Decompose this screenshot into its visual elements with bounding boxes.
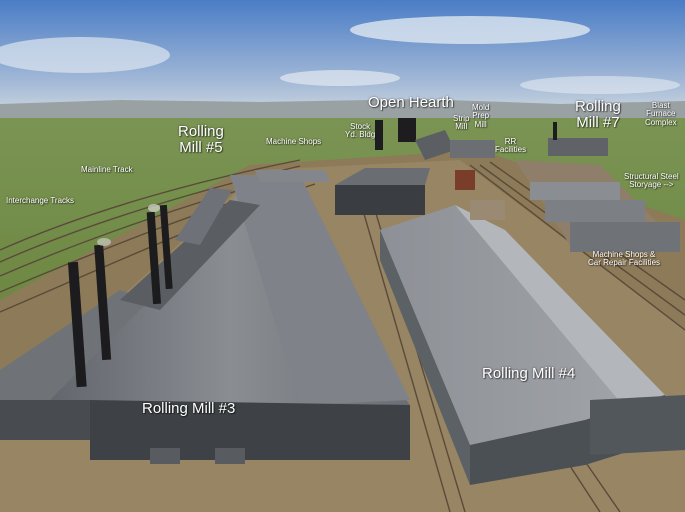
cloud: [280, 70, 400, 86]
label-line: Storyage -->: [629, 180, 674, 190]
label-line: Structural Steel: [624, 172, 679, 181]
label-rolling-mill-5: Rolling Mill #5: [178, 124, 224, 156]
label-line: Prep: [472, 111, 490, 121]
car-repair-buildings: [515, 160, 680, 252]
label-stock-yd-bldg: Stock Yd. Bldg: [345, 122, 376, 140]
label-mold-prep-mill: Mold Prep Mill: [472, 103, 490, 129]
label-rolling-mill-4: Rolling Mill #4: [482, 365, 576, 382]
label-line: Strip: [453, 114, 470, 123]
label-strip-mill: Strip Mill: [453, 114, 470, 132]
label-line: Stock: [350, 122, 371, 131]
label-line: Machine Shops &: [592, 250, 656, 259]
rolling-mill-3-building: [0, 175, 410, 464]
label-line: Mill: [455, 122, 468, 132]
label-rr-facilities: RR Facilities: [495, 137, 527, 155]
label-blast-furnace-complex: Blast Furnace Complex: [645, 101, 677, 127]
label-line: Yd. Bldg: [345, 130, 376, 140]
rolling-mill-7-building: [548, 122, 608, 156]
label-line: Mill: [474, 119, 487, 129]
smoke: [148, 204, 160, 212]
distant-hills: [0, 99, 685, 122]
smokestacks: [67, 204, 173, 388]
label-rolling-mill-3: Rolling Mill #3: [142, 400, 236, 417]
label-line: Complex: [645, 117, 677, 127]
label-line: Rolling: [575, 98, 621, 115]
label-interchange-tracks: Interchange Tracks: [6, 196, 75, 205]
cloud: [0, 37, 170, 73]
label-line: Facilities: [495, 145, 527, 155]
rolling-mill-5-building: [175, 170, 330, 245]
label-line: Mill #5: [179, 138, 223, 156]
cloud: [520, 76, 680, 94]
label-line: Mold: [472, 103, 490, 112]
label-machine-shops: Machine Shops: [266, 137, 322, 146]
label-line: Car Repair Facilities: [588, 258, 661, 268]
label-structural-steel-storage: Structural Steel Storyage -->: [624, 172, 679, 190]
label-rolling-mill-7: Rolling Mill #7: [575, 99, 621, 131]
open-hearth-buildings: [335, 118, 505, 220]
label-line: Rolling: [178, 123, 224, 140]
label-line: Furnace: [646, 109, 676, 119]
cloud: [350, 16, 590, 44]
label-open-hearth: Open Hearth: [368, 94, 454, 111]
smoke: [97, 238, 111, 246]
label-line: Mill #7: [576, 113, 620, 131]
label-car-repair-facilities: Machine Shops & Car Repair Facilities: [588, 250, 661, 268]
label-line: RR: [504, 137, 517, 146]
label-line: Blast: [651, 101, 670, 110]
label-mainline-track: Mainline Track: [81, 165, 133, 174]
rolling-mill-4-building: [380, 205, 685, 485]
